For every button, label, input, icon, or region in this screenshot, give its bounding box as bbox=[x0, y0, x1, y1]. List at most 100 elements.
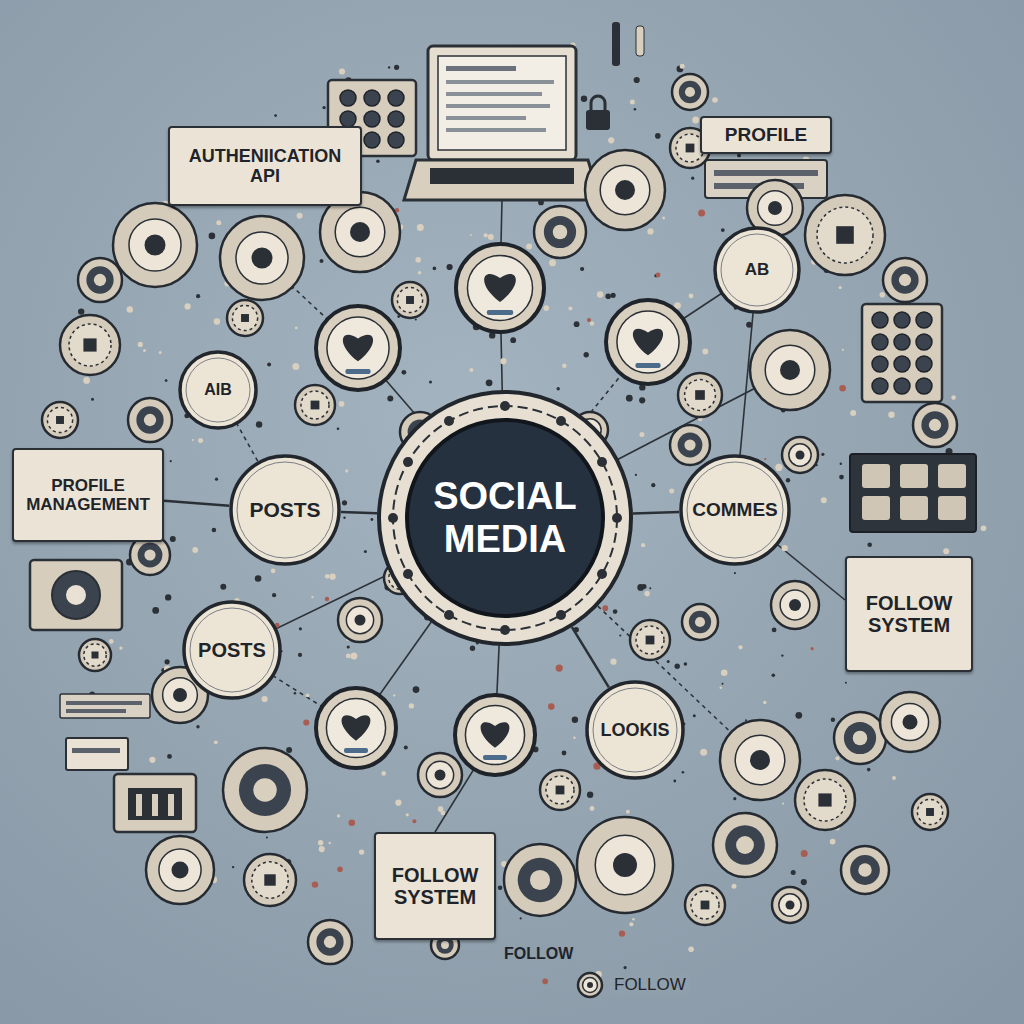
feature-box: FOLLOW SYSTEM bbox=[845, 556, 973, 672]
heart-symbol bbox=[484, 274, 516, 302]
heart-bar bbox=[344, 748, 368, 753]
icon-glyph bbox=[818, 793, 831, 806]
scatter-dot bbox=[488, 234, 494, 240]
icon-glyph bbox=[701, 901, 710, 910]
node-text-group: COMMES bbox=[690, 499, 780, 520]
building-column bbox=[136, 794, 142, 816]
icon-rim bbox=[577, 817, 673, 913]
scatter-dot bbox=[691, 177, 694, 180]
scatter-dot bbox=[198, 438, 203, 443]
keypad bbox=[862, 304, 942, 402]
scatter-dot bbox=[619, 930, 625, 936]
node-text-group: POSTS bbox=[240, 498, 330, 522]
hub-stud bbox=[556, 610, 566, 620]
scatter-dot bbox=[510, 337, 516, 343]
icon-core bbox=[129, 219, 181, 271]
cable-icon bbox=[636, 26, 644, 56]
icon-glyph bbox=[695, 617, 705, 627]
scatter-dot bbox=[339, 401, 345, 407]
free-label: FOLLOW bbox=[500, 944, 577, 964]
icon-glyph bbox=[241, 314, 249, 322]
heart-bar bbox=[635, 363, 660, 368]
scatter-dot bbox=[119, 646, 122, 649]
icon-ring bbox=[817, 207, 873, 263]
hub-stud bbox=[444, 610, 454, 620]
scatter-dot bbox=[562, 751, 567, 756]
scatter-dot bbox=[782, 545, 788, 551]
scatter-dot bbox=[608, 137, 614, 143]
scatter-dot bbox=[286, 747, 292, 753]
icon-glyph bbox=[685, 87, 695, 97]
icon-glyph bbox=[903, 715, 918, 730]
scatter-dot bbox=[267, 363, 271, 367]
circle-rim bbox=[180, 352, 256, 428]
keypad-key bbox=[916, 312, 932, 328]
target-ring bbox=[52, 571, 100, 619]
scatter-dot bbox=[584, 352, 589, 357]
feature-circle: POSTS bbox=[182, 600, 282, 700]
icon-rim bbox=[720, 720, 800, 800]
icon-ring bbox=[252, 862, 288, 898]
icon-rim bbox=[308, 920, 352, 964]
heart-rim bbox=[456, 244, 544, 332]
icon-glyph bbox=[172, 862, 189, 879]
icon-button bbox=[392, 282, 428, 318]
scatter-dot bbox=[734, 572, 736, 574]
scatter-dot bbox=[520, 917, 522, 919]
screen-line bbox=[446, 92, 542, 96]
icon-rim bbox=[682, 604, 718, 640]
icon-button bbox=[244, 854, 296, 906]
scatter-dot bbox=[831, 718, 835, 722]
node-text-group: AIB bbox=[186, 381, 250, 399]
connector bbox=[341, 512, 377, 513]
icon-rim bbox=[78, 258, 122, 302]
icon-glyph bbox=[145, 235, 166, 256]
scatter-dot bbox=[682, 771, 685, 774]
icon-button bbox=[772, 887, 808, 923]
scatter-dot bbox=[632, 918, 635, 921]
scatter-dot bbox=[610, 659, 616, 665]
scatter-dot bbox=[651, 483, 655, 487]
feature-circle: POSTS bbox=[229, 454, 341, 566]
scatter-dot bbox=[680, 64, 685, 69]
icon-core bbox=[518, 858, 563, 903]
icon-rim bbox=[678, 373, 722, 417]
scatter-dot bbox=[266, 836, 268, 838]
icon-glyph bbox=[646, 636, 655, 645]
scatter-dot bbox=[262, 696, 268, 702]
scatter-dot bbox=[311, 596, 313, 598]
hub-stud bbox=[444, 416, 454, 426]
heart-face bbox=[617, 311, 679, 373]
icon-button bbox=[146, 836, 214, 904]
scatter-dot bbox=[413, 686, 420, 693]
icon-button bbox=[750, 330, 830, 410]
icon-glyph bbox=[311, 401, 320, 410]
heart-button bbox=[456, 244, 544, 332]
scatter-dot bbox=[409, 703, 414, 708]
icon-rim bbox=[295, 385, 335, 425]
scatter-dot bbox=[637, 584, 644, 591]
icon-rim bbox=[585, 150, 665, 230]
node-label: POSTS bbox=[192, 639, 272, 661]
keypad-key bbox=[364, 111, 380, 127]
scatter-dot bbox=[619, 634, 621, 636]
scatter-dot bbox=[498, 886, 503, 891]
icon-glyph bbox=[253, 778, 277, 802]
scatter-dot bbox=[721, 228, 725, 232]
icon-glyph bbox=[899, 274, 911, 286]
icon-button bbox=[912, 794, 948, 830]
scatter-dot bbox=[801, 879, 807, 885]
keypad-key bbox=[388, 90, 404, 106]
icon-rim bbox=[60, 315, 120, 375]
keypad-key bbox=[340, 90, 356, 106]
scatter-dot bbox=[406, 813, 409, 816]
icon-button bbox=[42, 402, 78, 438]
node-text-group: FOLLOW SYSTEM bbox=[855, 592, 963, 637]
icon-rim bbox=[418, 753, 462, 797]
building-column bbox=[152, 794, 158, 816]
keypad-key bbox=[872, 356, 888, 372]
scatter-dot bbox=[656, 273, 661, 278]
icon-button bbox=[60, 315, 120, 375]
icon-button bbox=[540, 770, 580, 810]
circle-inner bbox=[687, 462, 783, 558]
